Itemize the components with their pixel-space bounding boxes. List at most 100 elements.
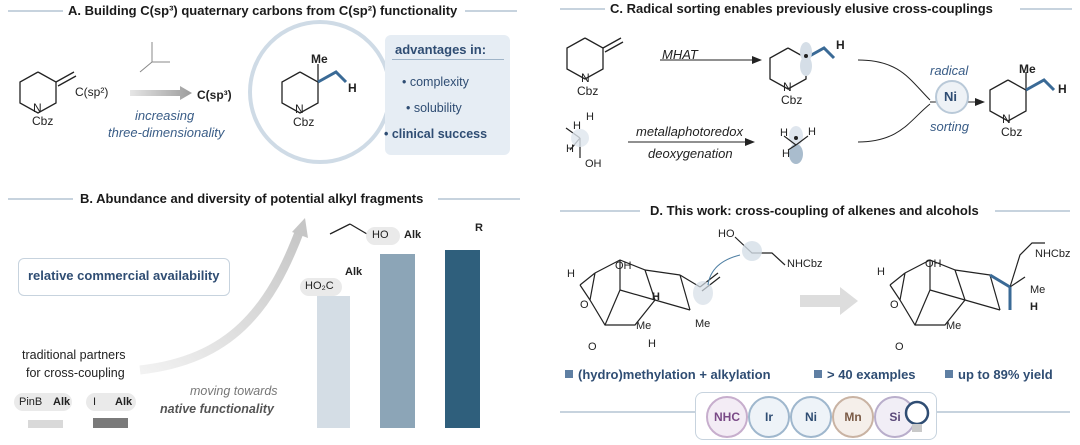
h-label-methyl-2: H (808, 126, 816, 138)
traditional-label-2: for cross-coupling (26, 366, 125, 380)
availability-bar-4 (445, 250, 480, 428)
n-atom-c1: N (581, 71, 590, 85)
feature-examples: > 40 examples (814, 367, 916, 382)
alcohol-pill (366, 227, 400, 245)
mhat-arrow-head (752, 56, 762, 64)
me-label-a: Me (311, 52, 328, 66)
o-label-d3: O (890, 299, 899, 311)
alcohol-label: HO (372, 229, 389, 241)
cbz-label-a2: Cbz (293, 115, 315, 129)
me-label-c: Me (1019, 62, 1036, 76)
alcohol-highlight (742, 241, 762, 261)
moving-label-1: moving towards (190, 384, 278, 398)
h-label-c1: H (836, 38, 845, 52)
title-rule-a-left (8, 10, 63, 12)
converge-curve-top (857, 59, 931, 101)
bullet-square-icon (945, 370, 953, 378)
panel-d-structures (579, 236, 1045, 326)
cbz-label-c3: Cbz (1001, 125, 1023, 139)
cbz-label-c2: Cbz (781, 93, 803, 107)
oh-label-d1: OH (615, 260, 632, 272)
ethyl-bond-highlight (317, 70, 348, 84)
h-label-d5: H (1030, 301, 1038, 313)
availability-bar-3 (380, 254, 415, 428)
title-rule-b-right (438, 198, 520, 200)
me-label-d1: Me (636, 320, 652, 332)
availability-bar-0 (28, 420, 63, 428)
catalyst-ni: Ni (790, 396, 832, 438)
ni-cycle (935, 80, 969, 114)
bullet-square-icon (565, 370, 573, 378)
o-label-d4: O (895, 341, 904, 353)
me-label-d4: Me (946, 320, 962, 332)
methyl-orbital-bottom (789, 144, 803, 164)
advantages-divider (392, 59, 504, 60)
h-label-a: H (348, 81, 357, 95)
traditional-label-1: traditional partners (22, 348, 126, 362)
availability-bars (28, 250, 480, 428)
acid-pill (300, 278, 342, 296)
product-cage-structure (889, 242, 1045, 326)
sorting-label: sorting (930, 119, 970, 134)
growth-arrow-head (292, 218, 308, 238)
me-label-d3: Me (1030, 284, 1046, 296)
feature-alkylation: (hydro)methylation + alkylation (565, 367, 771, 382)
alkene-highlight (693, 281, 713, 305)
panel-b-graphics (28, 218, 480, 428)
oh-label-d2: OH (925, 258, 942, 270)
vinyl-bond-2 (349, 223, 368, 235)
aminoethanol-structure (734, 236, 786, 266)
mhat-label: MHAT (662, 47, 698, 62)
advantage-solubility: • solubility (406, 101, 462, 115)
coupling-double-arrow (707, 254, 741, 286)
advantages-title: advantages in: (395, 42, 487, 57)
growth-arrow (139, 228, 305, 375)
h-label-methanol-2: H (586, 111, 594, 123)
title-rule-d-left (560, 210, 640, 212)
pinb-alk-label: Alk (53, 396, 71, 408)
radical-label: radical (930, 63, 969, 78)
footer-rule-left (560, 411, 695, 413)
methyl-bonds (783, 135, 809, 151)
me-label-d2: Me (695, 318, 711, 330)
pinb-label: PinB (19, 396, 43, 408)
converge-curve-bottom (857, 103, 931, 143)
availability-label: relative commercial availability (28, 268, 220, 283)
bullet-square-icon (814, 370, 822, 378)
methyl-radical-dot (794, 136, 798, 140)
availability-bar-1 (93, 418, 128, 428)
product-ethyl-highlight (1025, 78, 1056, 92)
cbz-label-c1: Cbz (577, 84, 599, 98)
cbz-label-a1: Cbz (32, 114, 54, 128)
h-label-d2: H (652, 291, 660, 303)
moving-label-2: native functionality (160, 402, 274, 416)
panel-d-title: D. This work: cross-coupling of alkenes … (650, 203, 979, 218)
acid-label: HO₂C (305, 280, 334, 292)
title-rule-a-right (465, 10, 517, 12)
pinb-pill (14, 393, 72, 411)
feature-yield: up to 89% yield (945, 367, 1053, 382)
iodide-pill (86, 393, 136, 411)
light-bulb-icon (904, 400, 930, 432)
catalyst-ir: Ir (748, 396, 790, 438)
nhcbz-label-d1: NHCbz (787, 258, 823, 270)
h-label-d3: H (648, 338, 656, 350)
oh-label-methanol: OH (585, 158, 602, 170)
advantages-box (385, 35, 510, 155)
sp2-label: C(sp²) (75, 85, 109, 99)
product-arrow-head (975, 98, 985, 106)
n-atom-c3: N (1002, 112, 1011, 126)
h-label-methanol-3: H (566, 143, 574, 155)
h-label-methanol-1: H (573, 120, 581, 132)
panel-b-title: B. Abundance and diversity of potential … (80, 191, 424, 206)
title-rule-c-left (560, 8, 605, 10)
methanol-highlight (571, 129, 589, 147)
ni-label-c: Ni (944, 89, 957, 104)
panel-a-structures (19, 20, 392, 164)
panel-a-title: A. Building C(sp³) quaternary carbons fr… (68, 3, 458, 18)
arrow-caption-1: increasing (135, 108, 195, 123)
panel-c-structures (565, 37, 1056, 164)
alkene-cage-structure (579, 259, 721, 326)
radical-dot (804, 54, 808, 58)
radical-ethyl-highlight (805, 46, 836, 60)
